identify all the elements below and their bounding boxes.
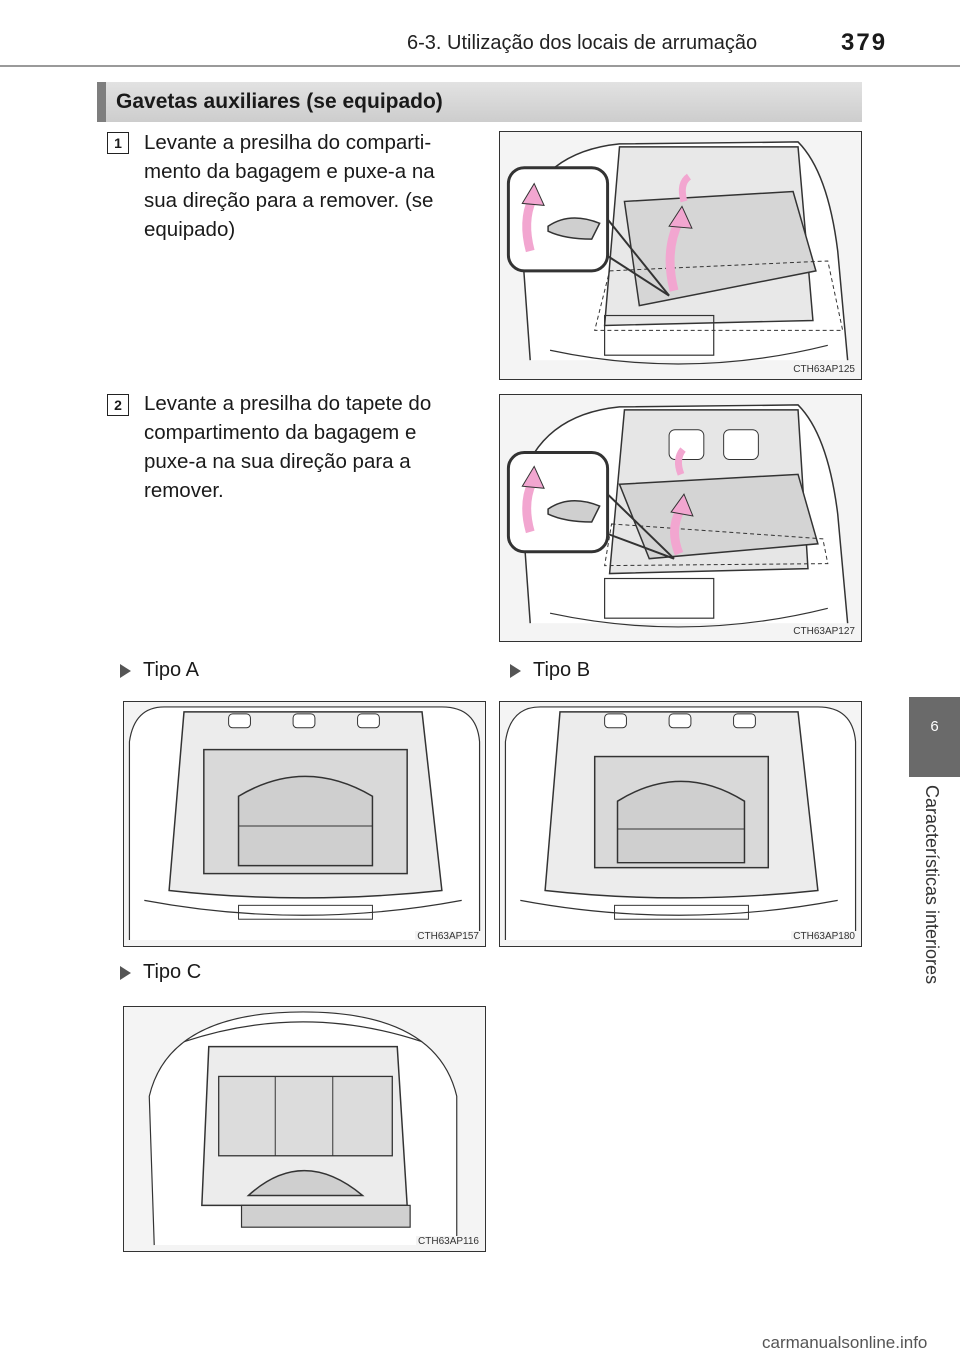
step-1-line: mento da bagagem e puxe-a na (144, 160, 435, 183)
bullet-triangle-icon (510, 664, 521, 678)
figure-type-c: CTH63AP116 (123, 1006, 486, 1252)
type-b-label: Tipo B (533, 659, 591, 681)
figure-code: CTH63AP180 (791, 931, 857, 942)
step-2-line: compartimento da bagagem e (144, 421, 417, 444)
type-a-label: Tipo A (143, 659, 199, 681)
trunk-mat-illustration (506, 404, 849, 628)
figure-code: CTH63AP116 (416, 1236, 481, 1247)
step-number-1: 1 (107, 132, 129, 154)
figure-step-1: CTH63AP125 (499, 131, 862, 380)
figure-code: CTH63AP157 (415, 931, 481, 942)
step-1-line: Levante a presilha do comparti- (144, 131, 432, 154)
type-c-label: Tipo C (143, 961, 202, 983)
figure-code: CTH63AP127 (791, 626, 857, 637)
trunk-type-b-illustration (504, 706, 857, 941)
chapter-number: 6 (930, 718, 939, 735)
trunk-type-c-illustration (148, 1011, 458, 1246)
header-section-title: 6-3. Utilização dos locais de arrumação (407, 32, 758, 54)
section-title: Gavetas auxiliares (se equipado) (116, 90, 443, 113)
trunk-cover-illustration-1 (506, 141, 849, 365)
figure-type-b: CTH63AP180 (499, 701, 862, 947)
bullet-triangle-icon (120, 664, 131, 678)
step-number-2: 2 (107, 394, 129, 416)
section-header: Gavetas auxiliares (se equipado) (97, 82, 862, 122)
step-text-2: Levante a presilha do tapete do comparti… (144, 389, 476, 505)
page-number: 379 (841, 29, 888, 56)
step-2-line: Levante a presilha do tapete do (144, 392, 432, 415)
header-rule (0, 65, 960, 67)
step-2-line: remover. (144, 479, 224, 502)
step-2-line: puxe-a na sua direção para a (144, 450, 411, 473)
step-1-line: equipado) (144, 218, 236, 241)
chapter-title: Características interiores (922, 785, 942, 985)
watermark: carmanualsonline.info (762, 1333, 928, 1352)
step-1-line: sua direção para a remover. (se (144, 189, 434, 212)
figure-code: CTH63AP125 (791, 364, 857, 375)
figure-type-a: CTH63AP157 (123, 701, 486, 947)
figure-step-2: CTH63AP127 (499, 394, 862, 642)
step-text-1: Levante a presilha do comparti- mento da… (144, 128, 476, 244)
chapter-tab[interactable]: 6 (909, 697, 960, 777)
bullet-triangle-icon (120, 966, 131, 980)
trunk-type-a-illustration (128, 706, 481, 941)
